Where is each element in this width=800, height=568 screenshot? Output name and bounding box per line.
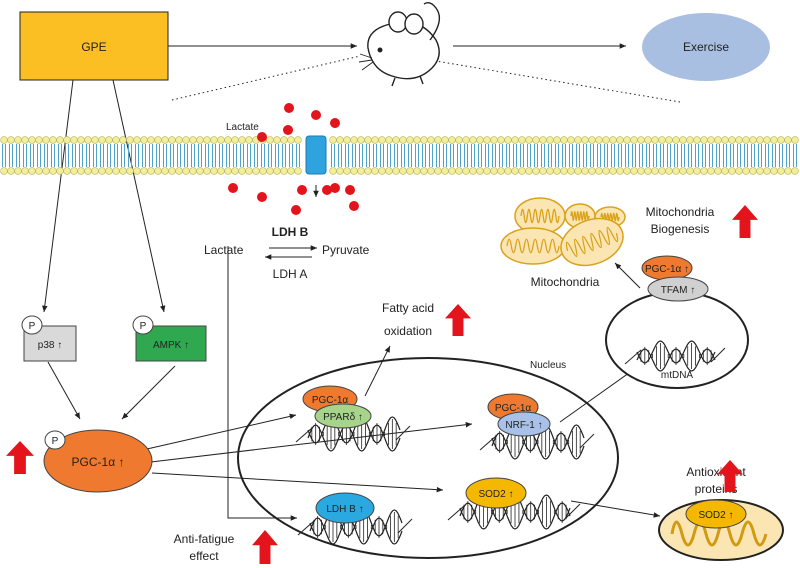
nucleus-label: Nucleus — [530, 360, 566, 371]
ppard-complex: PGC-1α PPARδ ↑ — [302, 385, 372, 429]
fatty-acid-label-1: Fatty acid — [382, 301, 434, 315]
lactate-dot — [330, 118, 340, 128]
pgc-tfam-label: PGC-1α ↑ — [645, 264, 689, 275]
sod2-gene-label: SOD2 ↑ — [478, 489, 513, 500]
sod2-mitochondrion: SOD2 ↑ — [658, 499, 784, 561]
lactate-dots — [228, 103, 359, 215]
mito-biogenesis-label-1: Mitochondria — [646, 205, 715, 219]
pgc1a-phospho-label: P — [52, 436, 59, 447]
lactate-dot — [349, 201, 359, 211]
gpe-box: GPE — [19, 11, 169, 81]
dna-icon — [297, 509, 413, 545]
tfam-label: TFAM ↑ — [661, 285, 695, 296]
cell-membrane — [0, 136, 799, 175]
nucleus-outline — [237, 357, 619, 559]
dna-strands — [295, 416, 595, 545]
fatty-acid-label-2: oxidation — [384, 324, 432, 338]
lactate-dot — [284, 103, 294, 113]
lactate-dot — [330, 183, 340, 193]
ldh-a-label: LDH A — [273, 267, 308, 281]
up-arrow-icon — [6, 441, 34, 474]
mtdna-dna-icon — [624, 340, 726, 372]
up-arrow-icon — [252, 530, 278, 564]
sod2-mito-label: SOD2 ↑ — [698, 510, 733, 521]
lactate-dot — [257, 132, 267, 142]
up-arrow-icon — [717, 460, 743, 492]
lactate-dot — [297, 185, 307, 195]
pgc1a-main-node: PGC-1α ↑ P — [43, 429, 153, 493]
ampk-node: AMPK ↑ P — [132, 315, 207, 362]
lactate-label: Lactate — [204, 243, 244, 257]
pgc-nrf-label: PGC-1α — [495, 403, 532, 414]
up-arrow-icon — [732, 205, 758, 238]
lactate-dot — [322, 185, 332, 195]
anti-fatigue-label-2: effect — [189, 549, 219, 563]
mtdna-label: mtDNA — [661, 370, 694, 381]
ampk-label: AMPK ↑ — [153, 340, 189, 351]
ldhb-gene-label: LDH B ↑ — [326, 504, 363, 515]
lactate-dot — [311, 110, 321, 120]
exercise-node: Exercise — [642, 13, 770, 81]
lactate-channel — [305, 135, 327, 175]
ldh-b-label: LDH B — [272, 225, 309, 239]
sod2-gene-node: SOD2 ↑ — [465, 477, 527, 509]
p38-label: p38 ↑ — [38, 340, 62, 351]
lactate-dot — [345, 185, 355, 195]
up-arrows — [6, 205, 758, 564]
dna-icon — [295, 416, 411, 452]
dna-icon — [479, 424, 595, 460]
mitochondria-label: Mitochondria — [531, 275, 600, 289]
lactate-dot — [283, 125, 293, 135]
dna-icon — [624, 340, 726, 372]
pyruvate-label: Pyruvate — [322, 243, 370, 257]
up-arrow-icon — [445, 304, 471, 336]
exercise-label: Exercise — [683, 40, 729, 54]
mouse-icon — [358, 1, 441, 87]
lactate-top-label: Lactate — [226, 122, 259, 133]
lactate-dot — [257, 192, 267, 202]
nrf1-label: NRF-1 ↑ — [505, 420, 542, 431]
p38-node: p38 ↑ P — [21, 315, 77, 362]
lactate-dot — [228, 183, 238, 193]
pgc-ppard-label: PGC-1α — [312, 395, 349, 406]
mito-biogenesis-label-2: Biogenesis — [651, 222, 710, 236]
tfam-complex: PGC-1α ↑ TFAM ↑ — [641, 255, 709, 302]
p38-phospho-label: P — [29, 321, 36, 332]
anti-fatigue-label-1: Anti-fatigue — [174, 532, 235, 546]
ppard-label: PPARδ ↑ — [323, 412, 363, 423]
gpe-label: GPE — [81, 40, 106, 54]
ampk-phospho-label: P — [140, 321, 147, 332]
lactate-dot — [291, 205, 301, 215]
nrf1-complex: PGC-1α NRF-1 ↑ — [487, 393, 551, 437]
ldhb-gene-node: LDH B ↑ — [315, 492, 375, 524]
pgc1a-main-label: PGC-1α ↑ — [72, 455, 125, 469]
mitochondria-icon — [500, 197, 626, 267]
connectors — [42, 43, 739, 521]
